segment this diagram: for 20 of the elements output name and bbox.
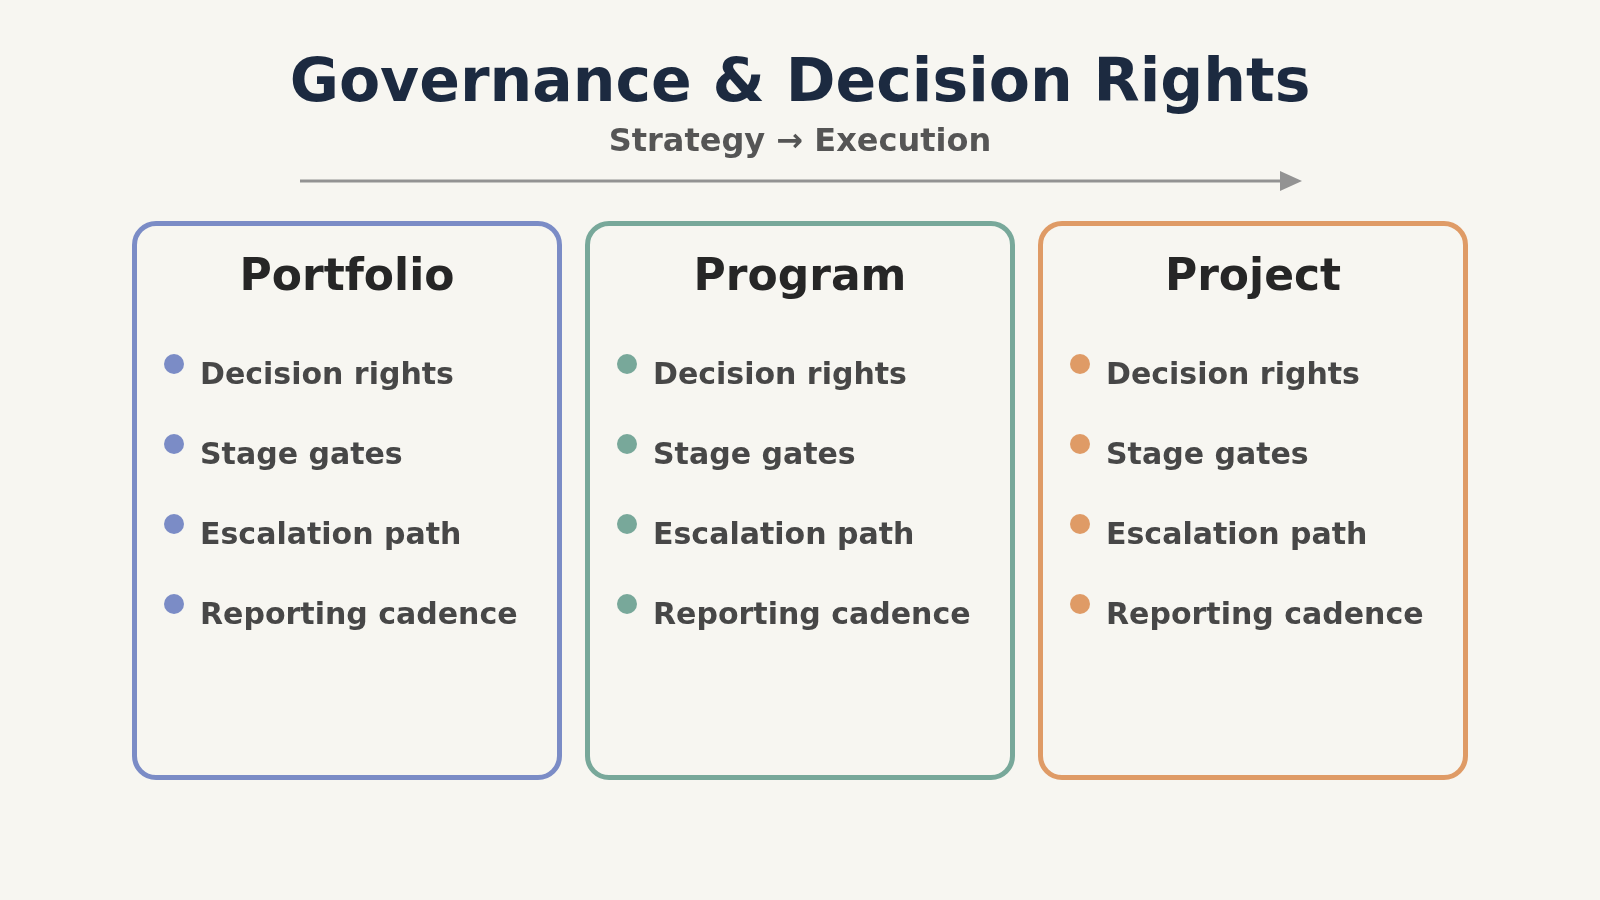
list-item: Escalation path <box>1106 516 1368 552</box>
list-item: Decision rights <box>200 356 454 392</box>
list-item: Decision rights <box>1106 356 1360 392</box>
list-item: Escalation path <box>653 516 915 552</box>
card <box>1038 221 1468 780</box>
list-item: Reporting cadence <box>653 596 971 632</box>
list-item: Stage gates <box>200 436 403 472</box>
list-item: Stage gates <box>1106 436 1309 472</box>
card-heading: Program <box>693 248 907 302</box>
list-item: Reporting cadence <box>200 596 518 632</box>
card-heading: Project <box>1164 248 1342 302</box>
title: Governance & Decision Rights <box>289 44 1311 116</box>
list-item: Stage gates <box>653 436 856 472</box>
list-item: Decision rights <box>653 356 907 392</box>
subtitle: Strategy → Execution <box>608 120 992 160</box>
card <box>132 221 562 780</box>
card-heading: Portfolio <box>239 248 455 302</box>
list-item: Escalation path <box>200 516 462 552</box>
list-item: Reporting cadence <box>1106 596 1424 632</box>
card <box>585 221 1015 780</box>
